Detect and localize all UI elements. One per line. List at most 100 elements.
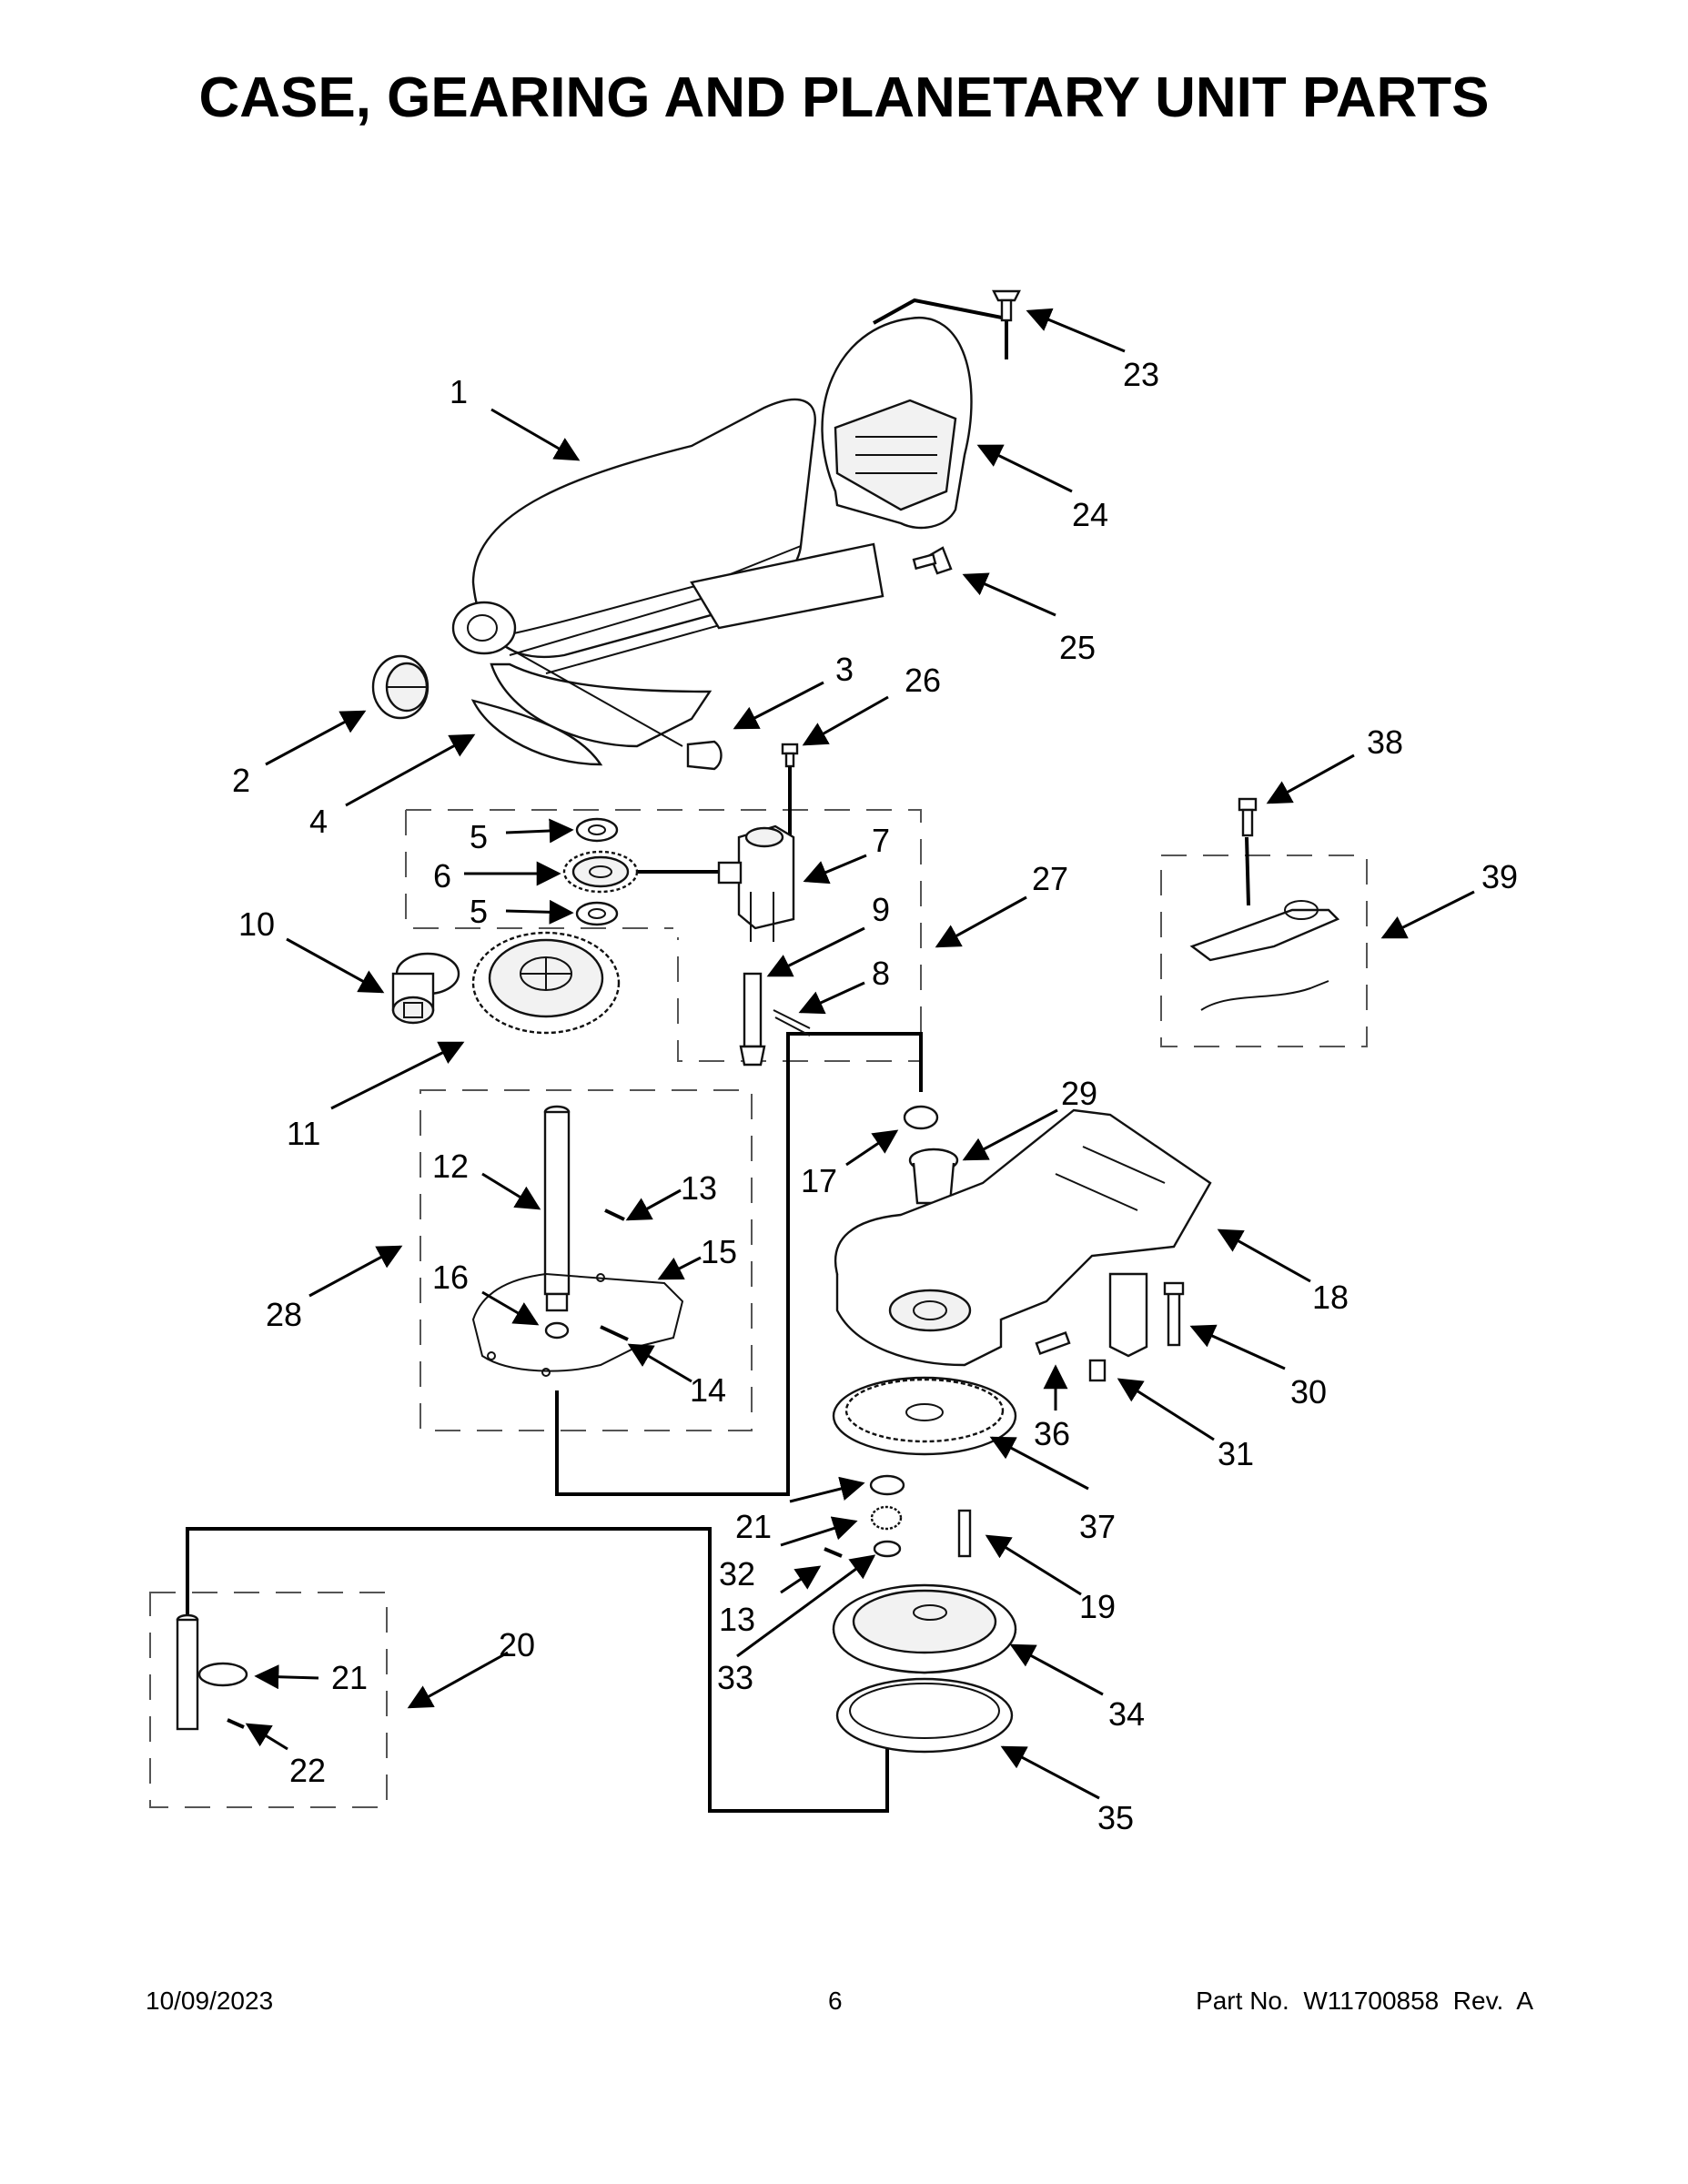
callout-13a: 13 [681, 1169, 717, 1207]
callout-9: 9 [872, 891, 890, 928]
arrow-9 [766, 926, 865, 977]
callout-20: 20 [499, 1626, 535, 1663]
arrow-32 [780, 1516, 858, 1547]
part-worm-shaft [739, 972, 811, 1067]
part-screw-23 [992, 289, 1021, 322]
callout-38: 38 [1367, 723, 1403, 761]
callout-25: 25 [1059, 629, 1096, 666]
part-retaining-ring-21 [869, 1474, 905, 1496]
callout-4: 4 [309, 803, 328, 840]
callout-5b: 5 [470, 893, 488, 930]
part-washer-5-bottom-hole [588, 908, 606, 919]
part-planetary-ring [835, 1677, 1014, 1754]
group-box-28 [419, 1089, 753, 1431]
page-title: CASE, GEARING AND PLANETARY UNIT PARTS [198, 66, 1490, 129]
part-gear-bracket [717, 824, 795, 942]
arrow-17 [845, 1129, 899, 1167]
arrow-30 [1189, 1324, 1286, 1370]
part-pin-14 [600, 1325, 629, 1341]
footer-part-number: Part No. W11700858 Rev. A [1196, 1987, 1533, 2015]
part-ring-gear [832, 1376, 1017, 1456]
arrow-15 [657, 1256, 702, 1280]
part-washer-5-top [575, 817, 619, 843]
callout-8: 8 [872, 955, 890, 992]
arrow-5b [505, 899, 574, 925]
arrow-16 [481, 1290, 540, 1326]
arrow-13b [780, 1565, 822, 1594]
arrow-19 [985, 1534, 1082, 1596]
arrow-39 [1380, 890, 1475, 939]
callout-10: 10 [238, 905, 275, 943]
callout-17: 17 [801, 1162, 837, 1199]
callout-35: 35 [1097, 1799, 1134, 1836]
part-gear-case [834, 1108, 1212, 1367]
arrow-18 [1217, 1228, 1311, 1283]
footer-page-number: 6 [828, 1987, 843, 2015]
part-planetary-unit [832, 1583, 1017, 1674]
callout-22: 22 [289, 1752, 326, 1789]
arrow-10 [286, 937, 385, 994]
callout-21b: 21 [331, 1659, 368, 1696]
part-screw-38 [1238, 797, 1258, 837]
callout-12: 12 [432, 1148, 469, 1185]
arrow-33 [736, 1554, 876, 1658]
callout-16: 16 [432, 1259, 469, 1296]
callout-23: 23 [1123, 356, 1159, 393]
part-gasket-15 [471, 1272, 684, 1377]
arrow-29 [962, 1108, 1058, 1161]
part-bracket-39 [1189, 900, 1340, 1011]
arrow-2 [265, 710, 367, 766]
part-screw-3 [504, 645, 723, 771]
callout-3: 3 [835, 651, 854, 688]
callout-39: 39 [1481, 858, 1518, 895]
part-hinge-pin-20 [176, 1613, 199, 1731]
arrow-8 [798, 981, 865, 1015]
callout-1: 1 [450, 373, 468, 410]
callout-19: 19 [1079, 1588, 1116, 1625]
connector-20-to-planetary [186, 1527, 889, 1813]
connector-28-to-planetary [555, 1032, 923, 1496]
group-box-20 [149, 1592, 388, 1808]
part-pin-22 [227, 1718, 245, 1729]
arrow-37 [989, 1436, 1089, 1491]
arrow-24 [976, 444, 1073, 493]
arrow-34 [1009, 1643, 1104, 1696]
arrow-25 [962, 572, 1056, 617]
part-screw-19 [957, 1509, 972, 1558]
part-hub-10 [391, 952, 460, 1025]
arrow-3 [733, 681, 824, 730]
callout-15: 15 [701, 1233, 737, 1270]
callout-7: 7 [872, 822, 890, 859]
arrow-38 [1266, 753, 1355, 804]
part-bushing-29 [908, 1148, 959, 1205]
arrow-27 [935, 895, 1027, 948]
part-screw-36 [1035, 1331, 1071, 1355]
callout-36: 36 [1034, 1415, 1070, 1452]
callout-5a: 5 [470, 818, 488, 855]
group-box-39 [1160, 854, 1368, 1047]
part-washer-33 [873, 1540, 902, 1558]
arrow-31 [1117, 1378, 1215, 1441]
callout-11: 11 [287, 1115, 320, 1152]
part-screw-26 [781, 743, 799, 768]
part-screw-25 [690, 542, 953, 630]
part-setscrew-31 [1088, 1359, 1107, 1382]
callout-27: 27 [1032, 860, 1068, 897]
arrow-5a [505, 818, 574, 844]
arrow-21a [789, 1476, 865, 1503]
callout-13b: 13 [719, 1601, 755, 1638]
callout-37: 37 [1079, 1508, 1116, 1545]
part-worm-gear [562, 850, 639, 894]
arrow-21b [254, 1664, 319, 1690]
part-pin-13-lower [824, 1547, 843, 1558]
connector-38-to-39 [1245, 836, 1250, 906]
part-shaft-12 [543, 1105, 571, 1312]
arrow-22 [245, 1723, 288, 1751]
callout-33: 33 [717, 1659, 753, 1696]
arrow-23 [1026, 308, 1126, 353]
arrow-14 [627, 1343, 692, 1383]
arrow-12 [481, 1172, 541, 1210]
callout-14: 14 [690, 1371, 726, 1409]
part-knob [371, 654, 430, 720]
part-screw-30 [1163, 1281, 1185, 1347]
